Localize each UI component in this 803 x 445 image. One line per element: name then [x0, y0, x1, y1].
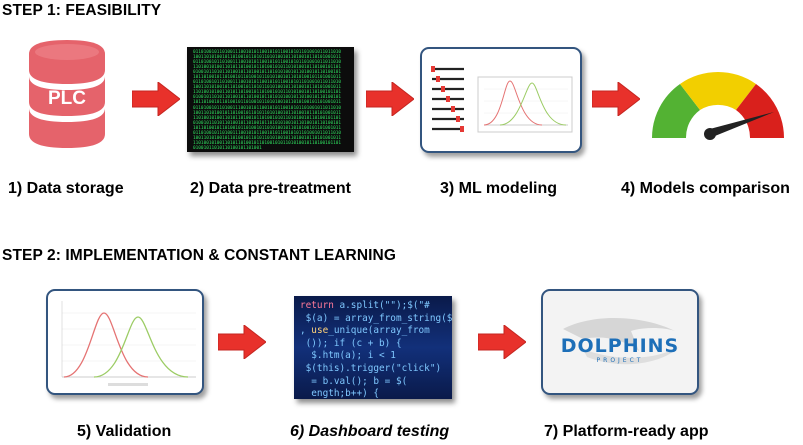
gauge-icon — [648, 52, 788, 147]
database-icon — [29, 40, 105, 148]
arrow-2 — [366, 82, 414, 116]
dashboard-code-image: return a.split("");$("# $(a) = array_fro… — [294, 296, 452, 399]
label-validation: 5) Validation — [77, 423, 172, 440]
label-dashboard-testing: 6) Dashboard testing — [290, 423, 450, 440]
arrow-5 — [478, 325, 526, 359]
label-platform-ready-app: 7) Platform-ready app — [544, 423, 709, 440]
arrow-4 — [218, 325, 266, 359]
label-data-storage: 1) Data storage — [8, 180, 124, 197]
step2-title: STEP 2: IMPLEMENTATION & CONSTANT LEARNI… — [2, 247, 397, 264]
project-logo-text: PROJECT — [596, 357, 644, 364]
platform-app-card: DOLPHINS PROJECT — [541, 289, 699, 395]
validation-card — [46, 289, 204, 395]
label-data-pretreatment: 2) Data pre-treatment — [190, 180, 351, 197]
arrow-3 — [592, 82, 640, 116]
label-models-comparison: 4) Models comparison — [621, 180, 790, 197]
ml-modeling-card — [420, 47, 582, 153]
arrow-1 — [132, 82, 180, 116]
step1-title: STEP 1: FEASIBILITY — [2, 2, 162, 19]
dolphins-logo-text: DOLPHINS — [560, 335, 680, 357]
label-ml-modeling: 3) ML modeling — [440, 180, 558, 197]
plc-label: PLC — [48, 88, 86, 109]
binary-data-image: 0110100101101001110010101100101011001010… — [187, 47, 354, 152]
